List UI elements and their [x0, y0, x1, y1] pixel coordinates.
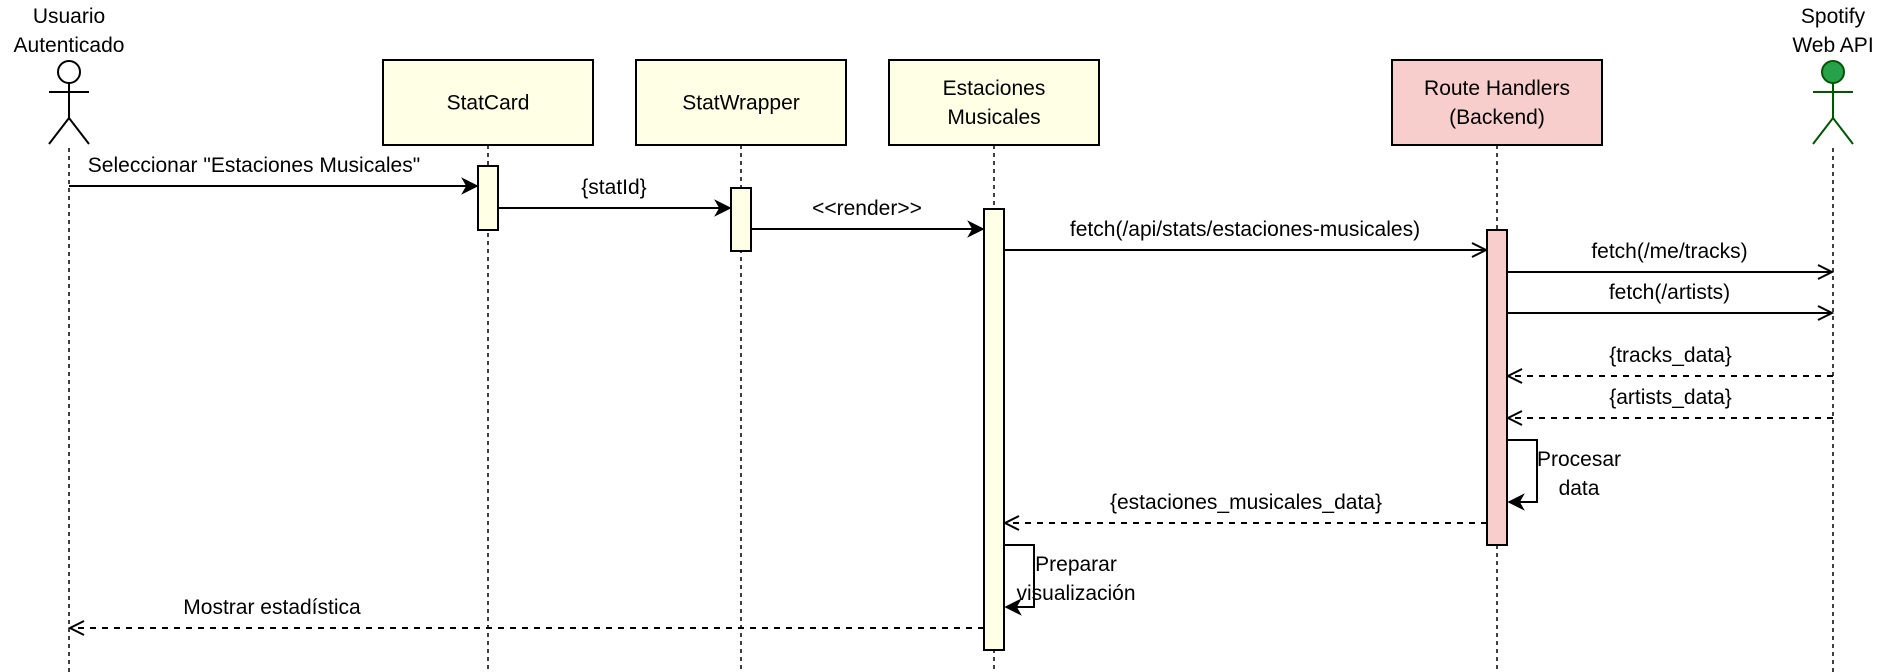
participant-statcard: StatCard: [382, 59, 594, 146]
message-label: {statId}: [581, 176, 646, 199]
participant-routes: Route Handlers (Backend): [1391, 59, 1603, 146]
participant-box-routes: [1391, 59, 1603, 146]
arrow-head: [1507, 493, 1525, 511]
message-label: fetch(/api/stats/estaciones-musicales): [1070, 218, 1420, 241]
actor-label-line: Autenticado: [14, 34, 125, 57]
arrow-head: [1817, 305, 1835, 321]
actor-label-line: Usuario: [33, 5, 105, 28]
message-1: {statId}: [498, 176, 732, 217]
actor-icon: [1812, 60, 1854, 145]
message-4: fetch(/me/tracks): [1507, 240, 1835, 280]
arrow-head: [967, 220, 985, 238]
activation-bar-statcard: [477, 165, 499, 231]
message-label-line: fetch(/me/tracks): [1591, 240, 1747, 263]
actor-icon: [48, 60, 90, 145]
message-label: {artists_data}: [1609, 386, 1732, 409]
message-label: Preparar visualización: [1016, 553, 1135, 605]
message-arrows: Seleccionar "Estaciones Musicales" {statI…: [67, 154, 1835, 636]
actor-label-line: Spotify: [1801, 5, 1866, 28]
participant-box-statcard: [382, 59, 594, 146]
arrow-head: [714, 199, 732, 217]
message-5: fetch(/artists): [1507, 281, 1835, 321]
self-message-line: [1507, 439, 1538, 503]
participant-statwrapper: StatWrapper: [635, 59, 847, 146]
arrow-head: [1004, 598, 1022, 616]
activation-bar-estaciones: [983, 208, 1005, 651]
arrow-head: [461, 177, 479, 195]
message-8: Procesar data: [1507, 439, 1621, 511]
message-label: {tracks_data}: [1609, 344, 1732, 367]
activation-bar-routes: [1486, 229, 1508, 546]
arrow-head: [1002, 515, 1020, 531]
message-label-line: {tracks_data}: [1609, 344, 1732, 367]
arrow-head: [1505, 410, 1523, 426]
message-label: Procesar data: [1537, 448, 1621, 500]
message-10: Preparar visualización: [1004, 544, 1136, 616]
message-9: {estaciones_musicales_data}: [1002, 491, 1487, 531]
participant-label-line: (Backend): [1449, 106, 1545, 129]
message-label-line: Seleccionar "Estaciones Musicales": [88, 154, 420, 177]
message-6: {tracks_data}: [1505, 344, 1833, 384]
arrow-head: [1505, 368, 1523, 384]
message-label-line: {artists_data}: [1609, 386, 1732, 409]
message-label-line: fetch(/artists): [1609, 281, 1730, 304]
message-label-line: <<render>>: [812, 197, 922, 220]
message-label-line: visualización: [1016, 582, 1135, 605]
message-11: Mostrar estadística: [67, 596, 984, 636]
message-label: {estaciones_musicales_data}: [1110, 491, 1382, 514]
participant-label-line: StatCard: [447, 92, 530, 115]
message-7: {artists_data}: [1505, 386, 1833, 426]
message-label: fetch(/artists): [1609, 281, 1730, 304]
message-label: Seleccionar "Estaciones Musicales": [88, 154, 420, 177]
participant-box-estaciones: [888, 59, 1100, 146]
participant-label: StatCard: [447, 92, 530, 115]
message-label: <<render>>: [812, 197, 922, 220]
message-label-line: Mostrar estadística: [183, 596, 361, 619]
message-label-line: Procesar: [1537, 448, 1621, 471]
self-message-line: [1004, 544, 1035, 608]
activation-bars: [477, 165, 1508, 651]
message-label-line: fetch(/api/stats/estaciones-musicales): [1070, 218, 1420, 241]
actor-label-line: Web API: [1792, 34, 1873, 57]
participant-label-line: Estaciones: [943, 77, 1046, 100]
arrow-head: [1817, 264, 1835, 280]
lifelines: [68, 145, 1834, 672]
message-label-line: data: [1559, 477, 1600, 500]
message-label-line: {estaciones_musicales_data}: [1110, 491, 1382, 514]
participant-label-line: Route Handlers: [1424, 77, 1570, 100]
message-0: Seleccionar "Estaciones Musicales": [69, 154, 479, 195]
message-2: <<render>>: [751, 197, 985, 238]
message-label: Mostrar estadística: [183, 596, 361, 619]
message-label: fetch(/me/tracks): [1591, 240, 1747, 263]
participant-label: StatWrapper: [682, 92, 800, 115]
participant-label: Route Handlers (Backend): [1424, 77, 1570, 129]
arrow-head: [67, 620, 85, 636]
arrow-head: [1471, 242, 1489, 258]
participant-label-line: StatWrapper: [682, 92, 800, 115]
message-3: fetch(/api/stats/estaciones-musicales): [1004, 218, 1489, 258]
participant-box-statwrapper: [635, 59, 847, 146]
participant-label-line: Musicales: [947, 106, 1040, 129]
message-label-line: {statId}: [581, 176, 646, 199]
message-label-line: Preparar: [1035, 553, 1117, 576]
activation-bar-statwrapper: [730, 187, 752, 252]
